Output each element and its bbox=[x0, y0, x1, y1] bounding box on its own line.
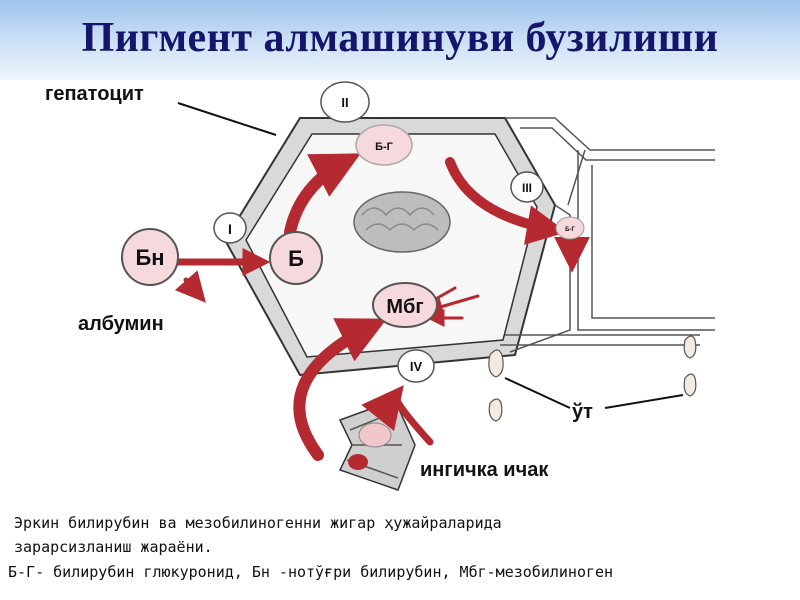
node-bg-small: Б-Г bbox=[555, 216, 585, 240]
bile-drops bbox=[488, 335, 697, 422]
caption-line-1: Эркин билирубин ва мезобилиногенни жигар… bbox=[14, 514, 502, 532]
label-small-intestine: ингичка ичак bbox=[420, 459, 549, 481]
hepatocyte-pointer bbox=[177, 102, 277, 136]
label-bile: ўт bbox=[572, 401, 593, 423]
svg-text:II: II bbox=[341, 95, 348, 110]
svg-text:Б: Б bbox=[288, 246, 304, 271]
page-title: Пигмент алмашинуви бузилиши bbox=[81, 15, 719, 61]
caption-line-2: зарарсизланиш жараёни. bbox=[14, 538, 213, 556]
svg-text:Б-Г: Б-Г bbox=[375, 141, 394, 153]
svg-text:Бн: Бн bbox=[135, 245, 164, 270]
bile-pointer bbox=[504, 377, 684, 409]
label-hepatocyte: гепатоцит bbox=[45, 83, 144, 105]
stage-iv: IV bbox=[397, 349, 435, 383]
node-b: Б bbox=[269, 231, 323, 285]
stage-i: I bbox=[213, 212, 247, 244]
stage-iii: III bbox=[510, 171, 544, 203]
stage-ii: II bbox=[320, 81, 370, 123]
label-albumin: албумин bbox=[78, 313, 164, 335]
node-bn: Бн bbox=[121, 228, 179, 286]
svg-text:III: III bbox=[522, 181, 532, 195]
caption-line-3: Б-Г- билирубин глюкуронид, Бн -нотўғри б… bbox=[8, 563, 614, 581]
node-bg: Б-Г bbox=[355, 124, 413, 166]
node-mbg: Мбг bbox=[372, 282, 438, 328]
metabolic-arrows bbox=[174, 153, 590, 461]
nucleus bbox=[353, 191, 451, 253]
svg-text:I: I bbox=[228, 221, 232, 237]
svg-text:Мбг: Мбг bbox=[386, 296, 423, 318]
svg-text:IV: IV bbox=[410, 359, 423, 374]
svg-text:Б-Г: Б-Г bbox=[565, 227, 575, 233]
title-banner bbox=[0, 0, 800, 80]
